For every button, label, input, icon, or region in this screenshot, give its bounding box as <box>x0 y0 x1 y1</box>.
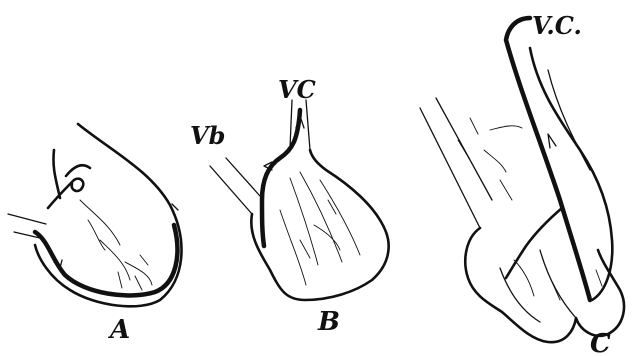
drawing-a: A <box>8 124 181 345</box>
drawing-b-vc-tube-left <box>290 100 292 148</box>
drawing-a-fine-veins <box>80 200 152 290</box>
drawing-b-vc-label: VC <box>278 75 316 104</box>
drawing-c-left-tube-b <box>436 98 492 200</box>
drawing-b-vc-tube-right <box>306 100 310 150</box>
drawing-b-vb-label: Vb <box>190 121 225 150</box>
drawing-b-body-outline <box>251 150 388 300</box>
drawing-a-main-vessel <box>35 225 177 295</box>
drawing-c-right-sac <box>530 48 612 300</box>
drawing-a-branch-vessels <box>48 150 90 208</box>
drawing-c: V.C. C <box>420 11 624 357</box>
drawing-b-label: B <box>317 307 340 337</box>
drawing-a-label: A <box>107 315 130 345</box>
drawing-c-lobe-divider-2 <box>540 250 576 318</box>
drawing-b: Vb VC B <box>190 75 389 337</box>
drawing-b-vb-tube-outer <box>210 166 252 214</box>
drawing-c-branch-vessel <box>506 208 562 278</box>
drawing-c-label: C <box>590 329 611 357</box>
drawing-a-inlet-upper <box>8 214 46 224</box>
drawing-a-arrow-marks <box>54 204 178 268</box>
drawing-b-main-vessel <box>262 110 300 246</box>
drawing-c-lobed-body <box>465 228 624 342</box>
drawing-c-left-tube-a <box>420 108 480 228</box>
drawing-a-outer-wall <box>35 124 181 306</box>
drawing-b-fine-veins <box>280 172 360 285</box>
drawing-c-arrow-mark <box>548 134 556 148</box>
drawing-c-vc-label: V.C. <box>532 11 582 40</box>
